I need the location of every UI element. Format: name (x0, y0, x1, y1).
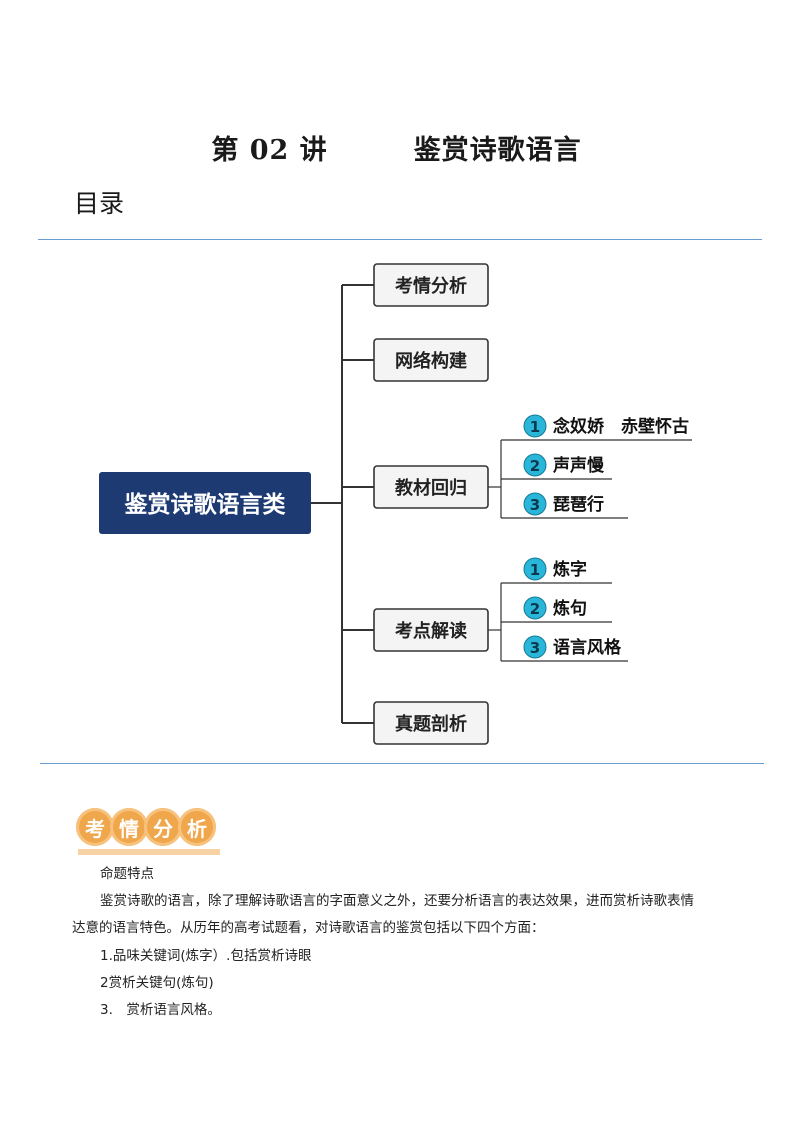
bottom-divider (40, 763, 764, 764)
list-item: 2赏析关键句(炼句) (100, 975, 214, 991)
child-label: 语言风格 (553, 637, 622, 658)
badge-char: 析 (178, 808, 216, 846)
number-circle (523, 557, 547, 581)
number-circle (523, 414, 547, 438)
branch-node (373, 263, 489, 307)
branch-label: 考情分析 (395, 275, 467, 297)
number-circle (523, 596, 547, 620)
branch-node (373, 338, 489, 382)
child-label: 琵琶行 (553, 494, 604, 515)
branch-label: 教材回归 (395, 477, 467, 499)
list-item: 1.品味关键词(炼字）.包括赏析诗眼 (100, 948, 312, 964)
section-badge: 考 情 分 析 (76, 808, 216, 846)
badge-underline (78, 849, 220, 855)
paragraph-line: 鉴赏诗歌的语言，除了理解诗歌语言的字面意义之外，还要分析语言的表达效果，进而赏析… (100, 893, 694, 909)
number-circle (523, 453, 547, 477)
number-label: 1 (530, 561, 540, 579)
branch-node (373, 701, 489, 745)
badge-char: 考 (76, 808, 114, 846)
section-heading: 命题特点 (100, 866, 154, 882)
list-item: 3. 赏析语言风格。 (100, 1002, 221, 1018)
branch-label: 考点解读 (395, 620, 467, 642)
lesson-topic: 鉴赏诗歌语言 (413, 135, 582, 166)
lesson-number: 第 02 讲 (211, 135, 328, 166)
number-label: 3 (530, 639, 540, 657)
child-label: 炼字 (553, 559, 587, 580)
branch-label: 网络构建 (395, 350, 467, 372)
branch-label: 真题剖析 (395, 713, 467, 735)
child-label: 念奴娇 赤壁怀古 (553, 416, 689, 437)
page-title: 第 02 讲 鉴赏诗歌语言 (0, 128, 793, 167)
number-circle (523, 492, 547, 516)
toc-heading: 目录 (74, 189, 125, 218)
number-label: 3 (530, 496, 540, 514)
badge-char: 情 (110, 808, 148, 846)
child-label: 炼句 (553, 598, 587, 619)
child-label: 声声慢 (552, 455, 605, 476)
badge-char: 分 (144, 808, 182, 846)
root-node (99, 472, 311, 534)
number-label: 1 (530, 418, 540, 436)
number-circle (523, 635, 547, 659)
paragraph-line: 达意的语言特色。从历年的高考试题看，对诗歌语言的鉴赏包括以下四个方面： (72, 920, 545, 936)
root-node-label: 鉴赏诗歌语言类 (124, 491, 286, 518)
top-divider (38, 239, 762, 240)
number-label: 2 (530, 600, 540, 618)
number-label: 2 (530, 457, 540, 475)
